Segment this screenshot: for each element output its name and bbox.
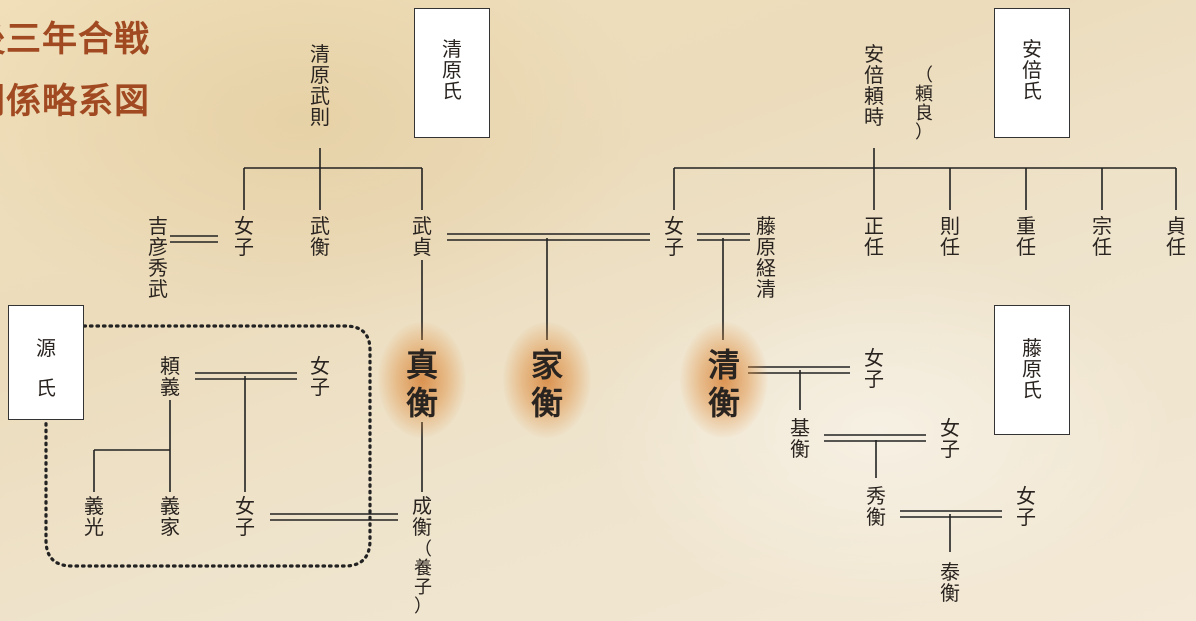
person-daughter-e: 女 子 xyxy=(864,346,884,391)
person-yoriyoshi-alias: （ 頼 良 ） xyxy=(915,65,933,143)
clan-box-fujiwara: 藤 原 氏 xyxy=(994,305,1070,435)
person-adopted-note: （ 養 子 ） xyxy=(414,539,432,617)
highlight-glow-iehira xyxy=(503,322,591,438)
person-daughter-g: 女 子 xyxy=(1016,484,1036,529)
diagram-title-line1: 後三年合戦 xyxy=(0,19,151,60)
person-abe-yoritoki: 安 倍 頼 時 xyxy=(864,42,884,129)
person-noritou: 則 任 xyxy=(940,214,960,259)
person-yoshihiko-hidetake: 吉 彦 秀 武 xyxy=(148,214,168,301)
clan-box-abe: 安 倍 氏 xyxy=(994,8,1070,138)
person-kiyohira: 清 衡 xyxy=(707,346,740,422)
person-kiyohara-takenori: 清 原 武 則 xyxy=(310,42,330,129)
clan-label-abe: 安 倍 氏 xyxy=(1022,37,1042,103)
clan-box-kiyohara: 清 原 氏 xyxy=(414,8,490,138)
person-sanehira: 真 衡 xyxy=(405,346,438,422)
person-daughter-a: 女 子 xyxy=(234,214,254,259)
person-sadatou: 貞 任 xyxy=(1166,214,1186,259)
clan-box-minamoto: 源 氏 xyxy=(8,305,84,420)
person-yasuhira: 泰 衡 xyxy=(940,560,960,605)
person-daughter-b: 女 子 xyxy=(664,214,684,259)
person-fujiwara-tsunekiyo: 藤 原 経 清 xyxy=(756,214,776,301)
person-motohira: 基 衡 xyxy=(790,416,810,461)
person-hidehira: 秀 衡 xyxy=(866,484,886,529)
person-narihira: 成 衡 xyxy=(412,494,432,539)
clan-label-fujiwara: 藤 原 氏 xyxy=(1022,336,1042,402)
person-daughter-f: 女 子 xyxy=(940,416,960,461)
clan-label-kiyohara: 清 原 氏 xyxy=(442,37,462,103)
person-shigetou: 重 任 xyxy=(1016,214,1036,259)
highlight-glow-sanehira xyxy=(378,322,466,438)
person-takehira: 武 衡 xyxy=(310,214,330,259)
person-daughter-d: 女 子 xyxy=(235,494,255,539)
clan-label-minamoto: 源 氏 xyxy=(36,336,56,400)
person-daughter-c: 女 子 xyxy=(310,354,330,399)
person-yoshiie: 義 家 xyxy=(160,494,180,539)
highlight-glow-kiyohira xyxy=(680,322,768,438)
person-yoshimitsu: 義 光 xyxy=(84,494,104,539)
person-iehira: 家 衡 xyxy=(530,346,563,422)
person-munetou: 宗 任 xyxy=(1092,214,1112,259)
person-yoriyoshi: 頼 義 xyxy=(160,354,180,399)
person-sadato: 正 任 xyxy=(864,214,884,259)
diagram-title-line2: 関係略系図 xyxy=(0,81,151,122)
person-takesada: 武 貞 xyxy=(412,214,432,259)
